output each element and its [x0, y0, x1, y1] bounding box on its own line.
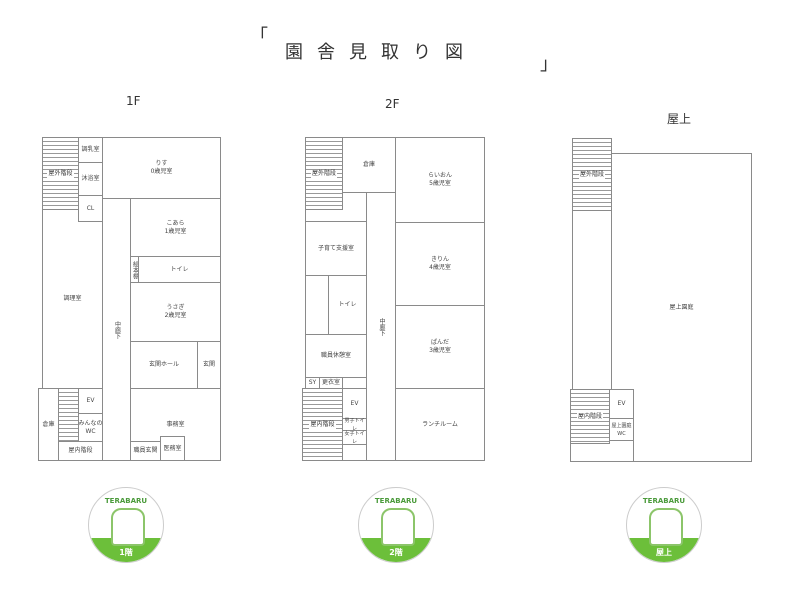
room-cl: CL	[78, 195, 103, 222]
room-outdoor-stairs: 屋外階段	[42, 137, 79, 210]
room-ev: EV	[78, 388, 103, 414]
tree-icon	[649, 508, 683, 546]
room-usagi: うさぎ 2歳児室	[130, 282, 221, 342]
title-close-bracket: 」	[540, 54, 558, 75]
room-storage: 倉庫	[38, 388, 59, 461]
logo-2f: TERABARU 2階	[358, 487, 434, 563]
room-kirin: きりん 4歳児室	[395, 222, 485, 306]
roof-side-strip	[572, 210, 612, 390]
room-indoor-stairs: 屋内階段	[302, 388, 343, 461]
logo-roof: TERABARU 屋上	[626, 487, 702, 563]
room-kitchen: 調理室	[42, 209, 103, 389]
room-entrance-hall: 玄関ホール	[130, 341, 198, 389]
floor-label-2f: 2F	[385, 97, 400, 111]
room-outdoor-stairs: 屋外階段	[572, 138, 612, 211]
logo-floor-label: 2階	[389, 548, 403, 557]
corridor: 中廊下	[102, 198, 131, 461]
room-indoor-stairs: 屋内階段	[58, 441, 103, 461]
logo-floor-label: 1階	[119, 548, 133, 557]
room-staff-rest: 職員休憩室	[305, 334, 367, 378]
room-bath: 沐浴室	[78, 162, 103, 196]
stairs-label: 屋外階段	[310, 169, 337, 178]
stairs-label: 屋内階段	[309, 420, 336, 429]
room-toilet: トイレ	[138, 256, 221, 283]
room-childcare-support: 子育て支援室	[305, 221, 367, 276]
indoor-stairs-icon	[58, 388, 79, 442]
room-lunch: ランチルーム	[395, 388, 485, 461]
room-girls-toilet: 女子トイレ	[342, 430, 367, 445]
room-koara: こあら 1歳児室	[130, 198, 221, 257]
logo-floor-label: 屋上	[656, 548, 672, 557]
stairs-label: 屋内階段	[576, 412, 603, 421]
room-entrance: 玄関	[197, 341, 221, 389]
tree-icon	[111, 508, 145, 546]
room-formula: 調乳室	[78, 137, 103, 163]
room-lion: らいおん 5歳児室	[395, 137, 485, 223]
floor-label-1f: 1F	[126, 94, 141, 108]
title-open-bracket: 「	[250, 26, 268, 47]
room-roof-garden: 屋上園庭	[611, 153, 752, 462]
room-roof-wc: 屋上園庭 WC	[609, 418, 634, 441]
logo-1f: TERABARU 1階	[88, 487, 164, 563]
floor-label-roof: 屋上	[667, 112, 692, 126]
room-ev: EV	[609, 389, 634, 419]
stairs-label: 屋外階段	[47, 169, 74, 178]
room-outdoor-stairs: 屋外階段	[305, 137, 343, 210]
room-indoor-stairs: 屋内階段	[570, 389, 610, 444]
room-storage: 倉庫	[342, 137, 396, 193]
room-risu: りす 0歳児室	[102, 137, 221, 199]
corridor: 中廊下	[366, 192, 396, 461]
page-title: 園舎見取り図	[285, 42, 477, 63]
stairs-label: 屋外階段	[578, 170, 605, 179]
room-medical: 医務室	[160, 436, 185, 461]
room-panda: ぱんだ 3歳児室	[395, 305, 485, 389]
room-ev: EV	[342, 388, 367, 419]
room-wc: みんなの WC	[78, 413, 103, 442]
tree-icon	[381, 508, 415, 546]
room-staff-entrance: 職員玄関	[130, 441, 161, 461]
room-toilet: トイレ	[328, 275, 367, 335]
